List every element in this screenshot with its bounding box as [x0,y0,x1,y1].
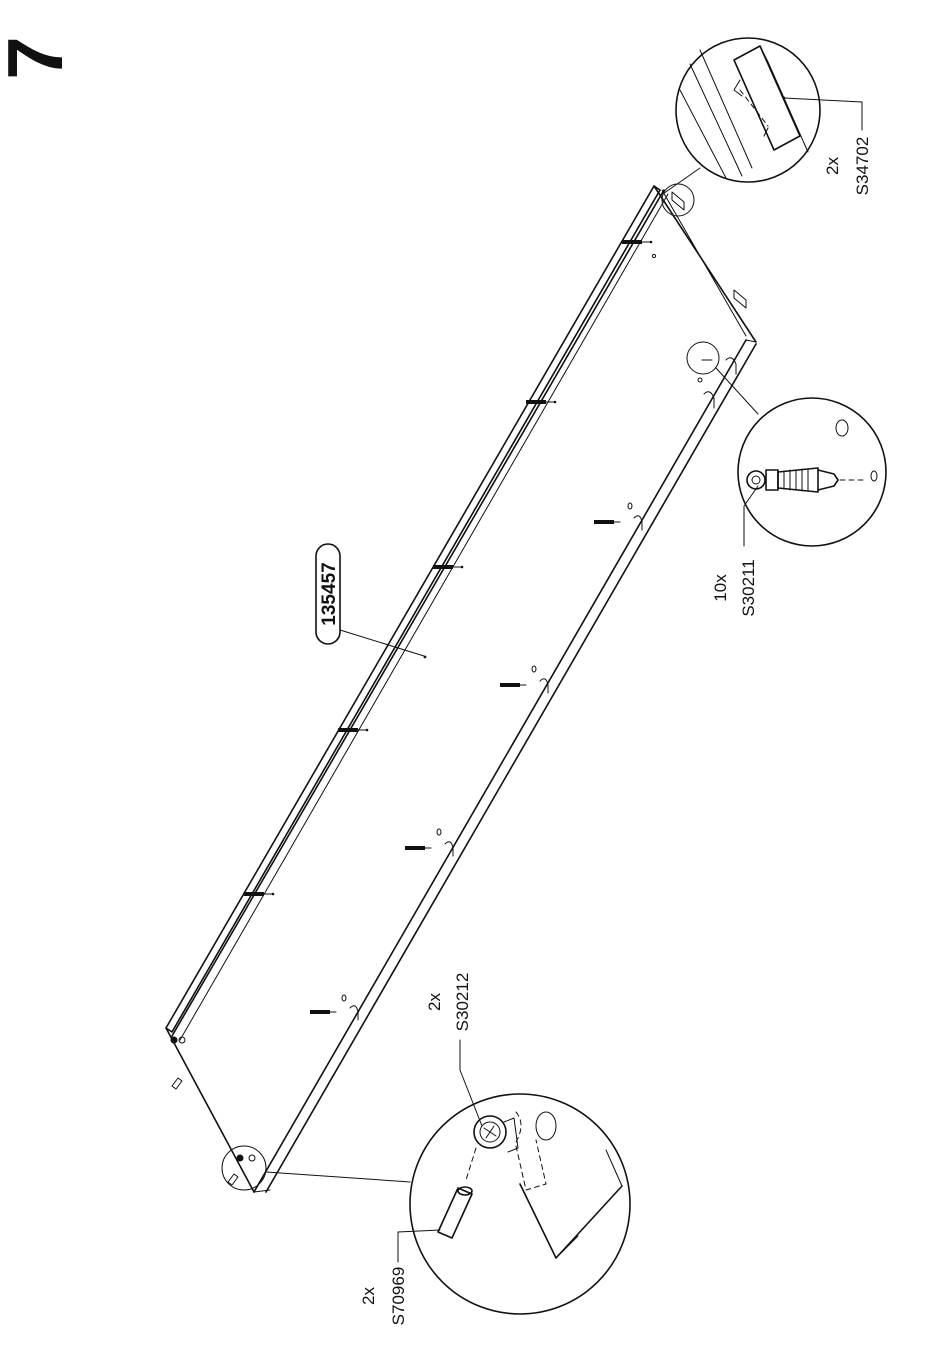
far-end-hardware [672,192,746,408]
cam-lock-code: S30212 [453,973,472,1032]
cam-bolt-qty: 10x [711,574,730,602]
cam-bolt-code: S30211 [739,559,758,616]
panel-135457 [166,186,756,1192]
cam-lock-dowel-qty: 2x [823,157,842,175]
cam-lock-qty: 2x [425,993,444,1011]
wood-dowel-code: S70969 [389,1267,408,1326]
step-number: 7 [0,36,79,79]
part-number-label: 135457 [319,562,340,625]
detail-cam-lock-and-dowel: 2x S30212 2x S70969 [222,973,630,1326]
cam-lock-dowel-code: S34702 [853,137,872,196]
detail-cam-bolt: 10x S30211 [687,342,886,617]
edge-bolt-group [244,240,656,896]
detail-cam-lock-dowel: 2x S34702 [660,38,872,216]
front-bolt-group [310,503,642,1020]
wood-dowel-qty: 2x [359,1287,378,1305]
